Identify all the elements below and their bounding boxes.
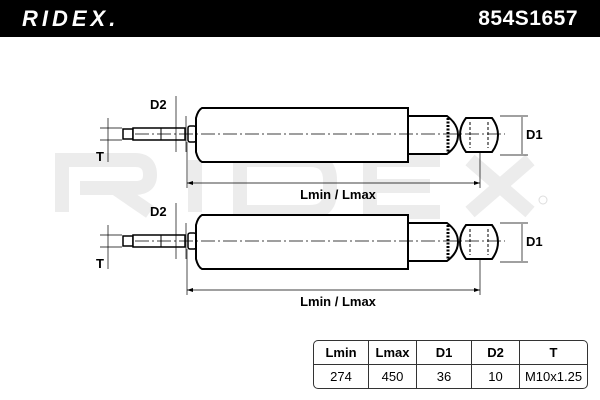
specs-value-row: 274 450 36 10 M10x1.25 xyxy=(314,365,587,388)
d1-label: D1 xyxy=(526,127,543,142)
header-lmin: Lmin xyxy=(314,341,369,365)
t-label: T xyxy=(96,256,104,271)
value-d1: 36 xyxy=(417,365,472,388)
header-bar: RIDEX. 854S1657 xyxy=(0,0,600,37)
header-d2: D2 xyxy=(472,341,520,365)
d1-label: D1 xyxy=(526,234,543,249)
header-t: T xyxy=(520,341,587,365)
d2-label: D2 xyxy=(150,97,167,112)
value-lmin: 274 xyxy=(314,365,369,388)
length-label: Lmin / Lmax xyxy=(300,187,377,202)
header-lmax: Lmax xyxy=(369,341,417,365)
shock-absorber-top: D2 T D1 Lmin / Lmax xyxy=(96,94,543,202)
value-d2: 10 xyxy=(472,365,520,388)
header-d1: D1 xyxy=(417,341,472,365)
brand-logo: RIDEX. xyxy=(22,6,120,31)
value-lmax: 450 xyxy=(369,365,417,388)
watermark-registered-mark xyxy=(538,195,548,205)
d2-label: D2 xyxy=(150,204,167,219)
t-label: T xyxy=(96,149,104,164)
value-t: M10x1.25 xyxy=(524,369,583,384)
shock-absorber-bottom: D2 T D1 Lmin / Lmax xyxy=(96,201,543,309)
length-label: Lmin / Lmax xyxy=(300,294,377,309)
specs-header-row: Lmin Lmax D1 D2 T xyxy=(314,341,587,365)
watermark-logo xyxy=(55,153,535,219)
part-number: 854S1657 xyxy=(478,7,578,30)
specs-table: Lmin Lmax D1 D2 T 274 450 36 10 M10x1.25 xyxy=(313,340,588,389)
